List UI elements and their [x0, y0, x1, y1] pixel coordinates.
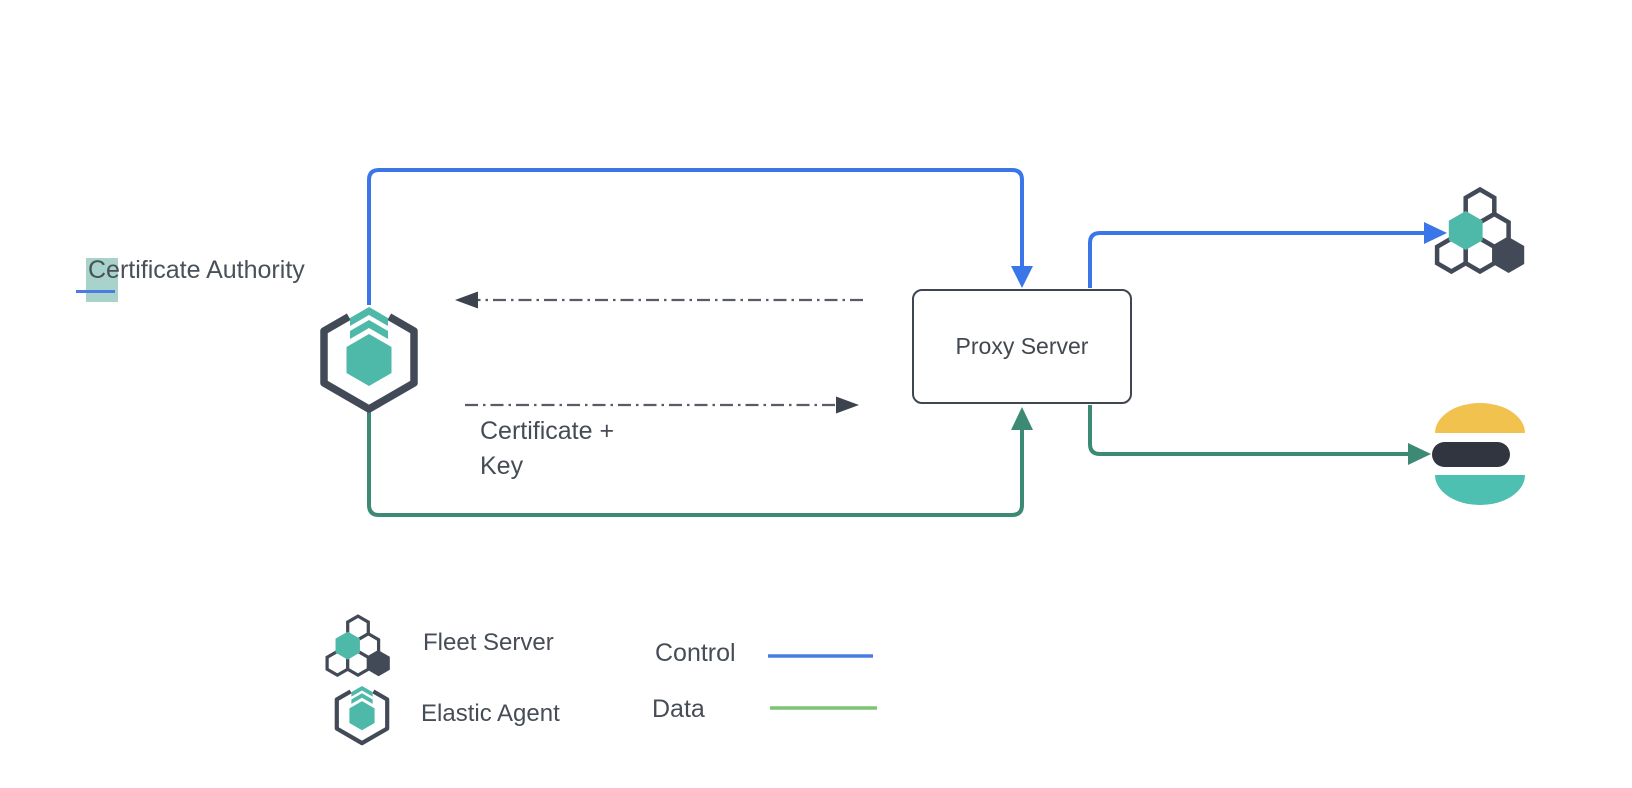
arrowhead-right-icon [1424, 222, 1447, 244]
control-edge-ca-to-proxy[interactable] [367, 168, 1033, 305]
proxy-server-label: Proxy Server [955, 333, 1089, 359]
arrowhead-down-icon [1011, 266, 1033, 288]
arrowhead-right-icon [836, 396, 859, 414]
fleet-server-icon[interactable] [1437, 190, 1524, 274]
legend-elastic-agent-label[interactable]: Elastic Agent [421, 700, 560, 727]
elasticsearch-logo[interactable] [1432, 403, 1525, 505]
control-edge-proxy-to-fleet[interactable] [1088, 222, 1447, 288]
legend-data-label[interactable]: Data [652, 695, 705, 723]
legend-control-label[interactable]: Control [655, 639, 736, 667]
dashed-edge-proxy-to-ca[interactable] [455, 291, 863, 309]
legend-elastic-agent-icon[interactable] [337, 686, 387, 743]
certificate-key-annotation[interactable]: Certificate + Key [480, 414, 614, 484]
certificate-key-line1: Certificate + [480, 417, 615, 445]
data-edge-path[interactable] [1088, 405, 1410, 456]
control-edge-path[interactable] [1088, 231, 1426, 288]
arrowhead-right-icon [1408, 443, 1431, 465]
dashed-edge-certificate-key[interactable] [465, 396, 859, 414]
arrowhead-up-icon [1011, 407, 1033, 430]
legend-fleet-server-label[interactable]: Fleet Server [423, 629, 554, 656]
arrowhead-left-icon [455, 291, 478, 309]
elastic-agent-icon[interactable] [324, 307, 414, 409]
certificate-authority-label[interactable]: Certificate Authority [88, 256, 305, 284]
legend-fleet-server-icon[interactable] [325, 614, 392, 678]
data-edge-ca-to-proxy[interactable] [367, 405, 1033, 517]
proxy-server-node[interactable]: Proxy Server [912, 289, 1132, 404]
selection-highlight [86, 258, 118, 302]
data-edge-path[interactable] [367, 405, 1024, 517]
certificate-key-line2: Key [480, 452, 524, 480]
data-edge-proxy-to-elasticsearch[interactable] [1088, 405, 1431, 465]
text-cursor [76, 290, 115, 293]
control-edge-path[interactable] [367, 168, 1024, 305]
